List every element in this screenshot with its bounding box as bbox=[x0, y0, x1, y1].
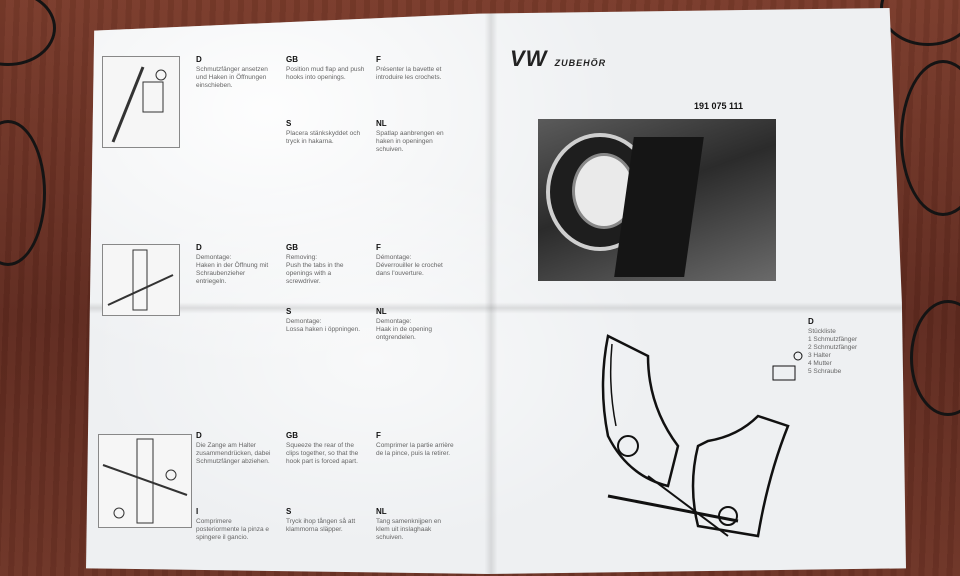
instructions-bottom-s: S Tryck ihop tången så att klammorna slä… bbox=[286, 507, 356, 534]
parts-list: D Stückliste 1 Schmutzfänger 2 Schmutzfä… bbox=[808, 318, 898, 376]
hook-diagram-icon bbox=[111, 66, 167, 143]
parts-list-item: 2 Schmutzfänger bbox=[808, 344, 858, 351]
instructions-mid-s: S Demontage: Lossa haken i öppningen. bbox=[286, 307, 361, 334]
brand-logo: VW ZUBEHÖR bbox=[510, 46, 607, 71]
clip-diagram-icon bbox=[102, 438, 188, 524]
figure-removing bbox=[102, 244, 180, 316]
instructions-bottom-i: I Comprimere posteriormente la pinza e s… bbox=[196, 507, 269, 542]
instructions-top-s: S Placera stänkskyddet och tryck in haka… bbox=[286, 119, 361, 146]
parts-list-item: 4 Mutter bbox=[808, 360, 832, 367]
instructions-top-d: D Schmutzfänger ansetzen und Haken in Öf… bbox=[196, 55, 268, 90]
exploded-parts-drawing bbox=[601, 334, 803, 538]
instructions-bottom-d: D Die Zange am Halter zusammendrücken, d… bbox=[196, 431, 271, 466]
instructions-bottom-nl: NL Tang samenknijpen en klem uit inslagh… bbox=[376, 507, 442, 542]
figure-clip bbox=[98, 434, 192, 528]
instructions-bottom-f: F Comprimer la partie arrière de la pinc… bbox=[376, 431, 454, 458]
instructions-mid-d: D Demontage: Haken in der Öffnung mit Sc… bbox=[196, 243, 269, 286]
instructions-bottom-gb: GB Squeeze the rear of the clips togethe… bbox=[286, 431, 359, 466]
part-number: 191 075 111 bbox=[694, 101, 744, 111]
removing-diagram-icon bbox=[107, 249, 174, 311]
instructions-top-f: F Présenter la bavette et introduire les… bbox=[376, 55, 442, 82]
instructions-mid-f: F Démontage: Déverrouiller le crochet da… bbox=[376, 243, 443, 278]
parts-list-item: 5 Schraube bbox=[808, 368, 842, 375]
instruction-sheet: D Schmutzfänger ansetzen und Haken in Öf… bbox=[86, 8, 906, 574]
instructions-mid-gb: GB Removing: Push the tabs in the openin… bbox=[286, 243, 344, 286]
instructions-top-gb: GB Position mud flap and push hooks into… bbox=[286, 55, 365, 82]
instructions-mid-nl: NL Demontage: Haak in de opening ontgren… bbox=[376, 307, 433, 342]
parts-list-item: 3 Halter bbox=[808, 352, 831, 359]
figure-hook-insert bbox=[102, 56, 180, 148]
instructions-top-nl: NL Spatlap aanbrengen en haken in openin… bbox=[376, 119, 444, 154]
car-wheel-photo bbox=[538, 119, 776, 281]
parts-list-item: 1 Schmutzfänger bbox=[808, 336, 858, 343]
